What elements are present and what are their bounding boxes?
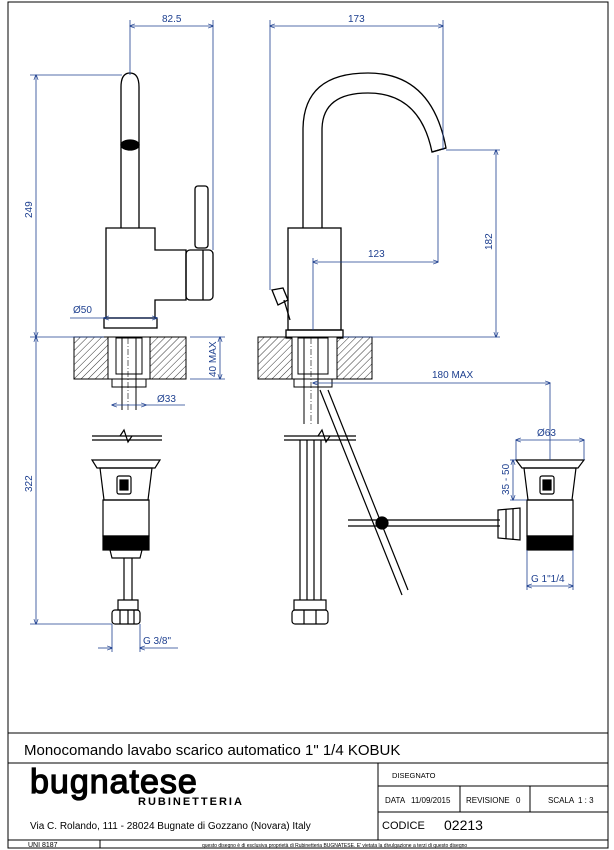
scala-label: SCALA bbox=[548, 796, 575, 805]
brand-logo: bugnatese bbox=[30, 763, 198, 801]
disegnato-label: DISEGNATO bbox=[392, 771, 436, 780]
dim-123: 123 bbox=[368, 249, 385, 260]
front-body bbox=[105, 227, 187, 319]
side-pop-up-waste bbox=[284, 389, 586, 625]
dim-phi50: Ø50 bbox=[73, 305, 92, 316]
scala-value: 1 : 3 bbox=[578, 796, 594, 805]
side-spout bbox=[302, 72, 447, 228]
dim-40-max: 40 MAX bbox=[208, 341, 219, 377]
dimension-lines bbox=[30, 20, 584, 652]
revisione-label: REVISIONE bbox=[466, 796, 510, 805]
dim-180-max: 180 MAX bbox=[432, 370, 473, 381]
side-countertop bbox=[257, 336, 373, 424]
front-countertop bbox=[73, 336, 187, 410]
dimension-labels: 82.5 173 249 182 123 Ø50 40 MAX Ø33 180 … bbox=[24, 14, 565, 647]
dim-82-5: 82.5 bbox=[162, 14, 182, 25]
dim-322: 322 bbox=[24, 475, 35, 492]
data-label: DATA bbox=[385, 796, 406, 805]
side-view bbox=[271, 72, 447, 339]
side-body bbox=[287, 227, 342, 331]
codice-value: 02213 bbox=[444, 817, 483, 833]
front-view bbox=[103, 72, 214, 329]
uni-standard: UNI 8187 bbox=[28, 842, 58, 849]
company-address: Via C. Rolando, 111 - 28024 Bugnate di G… bbox=[30, 821, 311, 832]
dim-249: 249 bbox=[24, 201, 35, 218]
front-pop-up-waste bbox=[90, 428, 162, 625]
front-base bbox=[103, 317, 158, 329]
drawing-title: Monocomando lavabo scarico automatico 1"… bbox=[24, 742, 400, 759]
sheet-border bbox=[7, 1, 609, 849]
side-popup-lever bbox=[271, 287, 289, 306]
front-aerator bbox=[120, 139, 140, 151]
dim-g-3-8: G 3/8" bbox=[143, 636, 171, 647]
front-lever-hub bbox=[185, 249, 214, 301]
dim-182: 182 bbox=[484, 233, 495, 250]
brand-subtitle: RUBINETTERIA bbox=[138, 796, 244, 808]
footer-note: questo disegno è di esclusiva proprietà … bbox=[202, 843, 467, 849]
dim-phi63: Ø63 bbox=[537, 428, 556, 439]
dim-phi33: Ø33 bbox=[157, 394, 176, 405]
dim-173: 173 bbox=[348, 14, 365, 25]
dim-g-1-1-4: G 1"1/4 bbox=[531, 574, 565, 585]
front-lever bbox=[194, 185, 209, 249]
codice-label: CODICE bbox=[382, 820, 425, 832]
revisione-value: 0 bbox=[516, 796, 521, 805]
title-block: Monocomando lavabo scarico automatico 1"… bbox=[8, 732, 608, 849]
dim-35-50: 35 - 50 bbox=[501, 463, 512, 495]
data-value: 11/09/2015 bbox=[411, 796, 451, 805]
